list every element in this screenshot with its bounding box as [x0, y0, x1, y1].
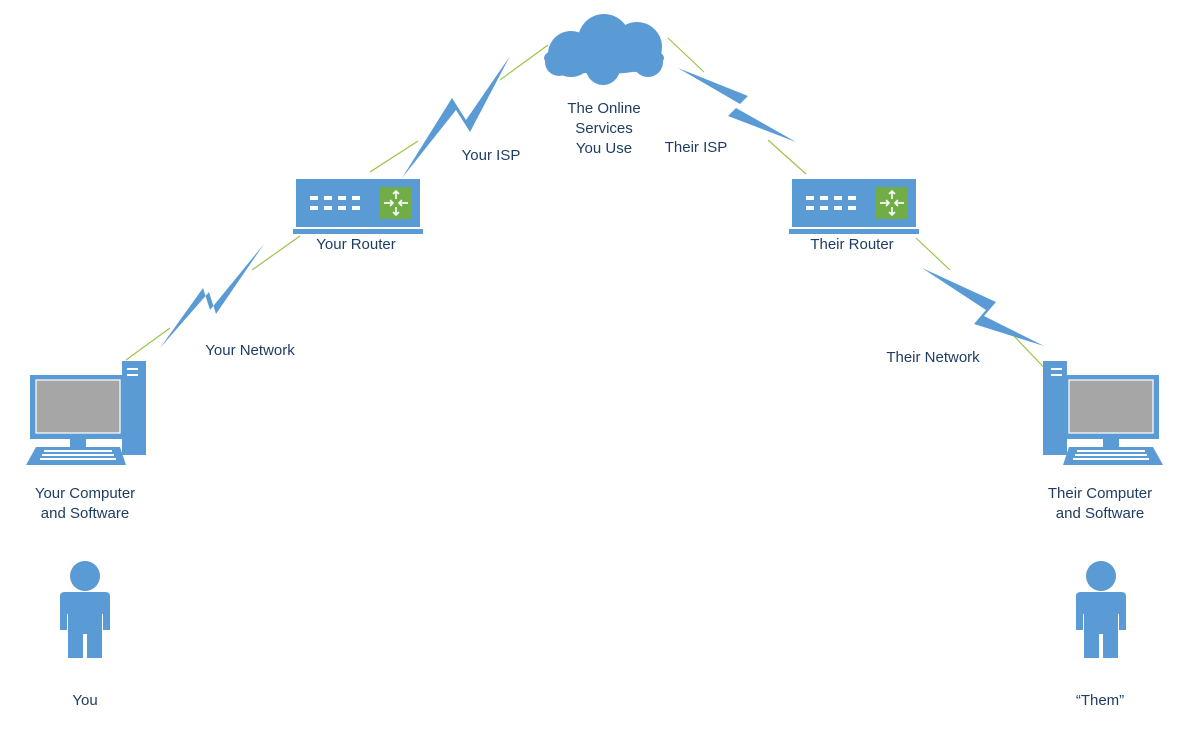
their-computer-label: Their Computer and Software	[1047, 485, 1153, 522]
their-network-label: Their Network	[886, 349, 980, 366]
your-router-label: Your Router	[316, 236, 396, 253]
their-isp-lightning-icon	[678, 68, 796, 142]
your-computer-icon	[25, 360, 147, 466]
your-router-icon	[292, 178, 424, 235]
their-isp-label: Their ISP	[664, 139, 728, 156]
their-router-icon	[788, 178, 920, 235]
connector-lines	[125, 37, 1053, 377]
your-network-lightning-icon	[160, 244, 264, 348]
online-services-label: The Online Services You Use	[567, 100, 641, 157]
your-isp-label: Your ISP	[461, 147, 521, 164]
cloud-icon	[544, 14, 664, 85]
them-person-icon	[1076, 561, 1126, 658]
their-network-lightning-icon	[922, 268, 1044, 346]
their-computer-icon	[1042, 360, 1164, 466]
your-network-label: Your Network	[205, 342, 295, 359]
their-router-label: Their Router	[810, 236, 894, 253]
you-person-icon	[60, 561, 110, 658]
them-label: “Them”	[1075, 692, 1125, 709]
your-computer-label: Your Computer and Software	[34, 485, 136, 522]
you-label: You	[72, 692, 98, 709]
